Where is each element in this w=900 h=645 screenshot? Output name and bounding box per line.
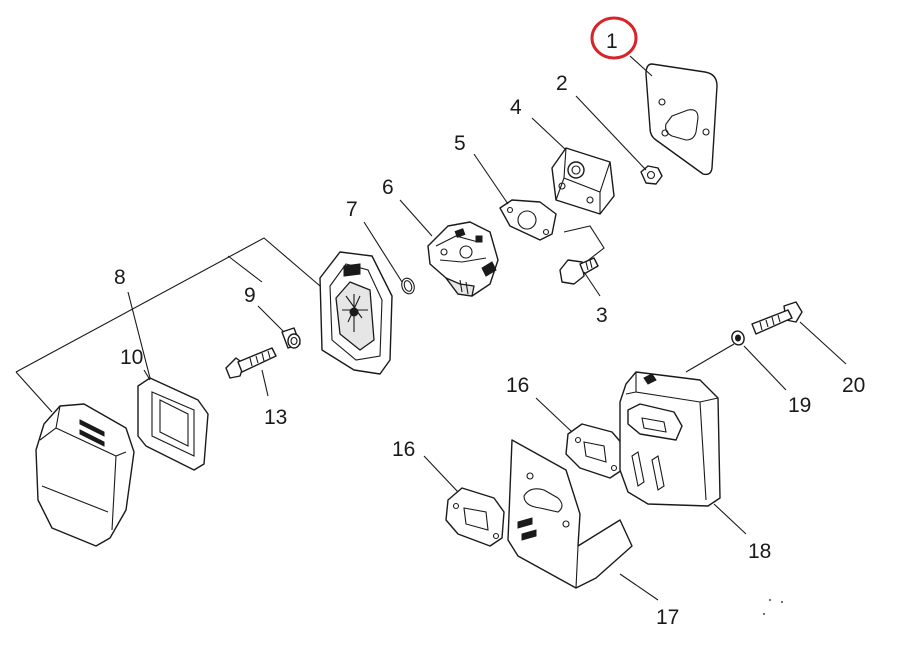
- filter-cover[interactable]: [35, 403, 135, 547]
- part-16-gasket-upper[interactable]: [565, 423, 625, 479]
- label-2: 2: [556, 72, 568, 95]
- label-13: 13: [264, 406, 287, 429]
- part-7-o-ring[interactable]: [400, 276, 417, 295]
- part-4-insulator[interactable]: [551, 147, 615, 215]
- label-17: 17: [656, 606, 679, 629]
- highlight-circle: [590, 16, 638, 60]
- label-5: 5: [454, 132, 466, 155]
- label-3: 3: [596, 304, 608, 327]
- label-16-upper: 16: [506, 374, 529, 397]
- label-16-lower: 16: [392, 438, 415, 461]
- part-9-spacer[interactable]: [281, 327, 301, 349]
- part-19-washer[interactable]: [730, 329, 746, 346]
- part-13-bolt[interactable]: [225, 347, 277, 379]
- part-3-bolt[interactable]: [559, 257, 599, 285]
- part-6-carburetor[interactable]: [427, 221, 499, 297]
- part-16-gasket-lower[interactable]: [445, 487, 505, 547]
- label-6: 6: [382, 176, 394, 199]
- part-number-labels: 1 2 4 5 6 7 8 9 3 10 13 16 16 17 18 19 2…: [114, 30, 865, 629]
- part-17-heat-shield[interactable]: [507, 439, 633, 589]
- label-8: 8: [114, 266, 126, 289]
- label-18: 18: [748, 540, 771, 563]
- leader-lines: [15, 55, 847, 601]
- label-7: 7: [346, 198, 358, 221]
- part-8-filter-base[interactable]: [319, 251, 393, 375]
- label-10: 10: [120, 346, 143, 369]
- part-10-filter[interactable]: [137, 377, 209, 471]
- label-9: 9: [244, 284, 256, 307]
- part-18-muffler[interactable]: [619, 371, 721, 507]
- label-1: 1: [606, 30, 618, 53]
- label-4: 4: [510, 96, 522, 119]
- part-2-nut[interactable]: [640, 165, 663, 185]
- label-19: 19: [788, 394, 811, 417]
- part-1-gasket[interactable]: [645, 63, 718, 176]
- part-20-bolt[interactable]: [751, 301, 803, 335]
- part-5-gasket[interactable]: [499, 199, 557, 241]
- specks: [763, 599, 783, 615]
- label-20: 20: [842, 374, 865, 397]
